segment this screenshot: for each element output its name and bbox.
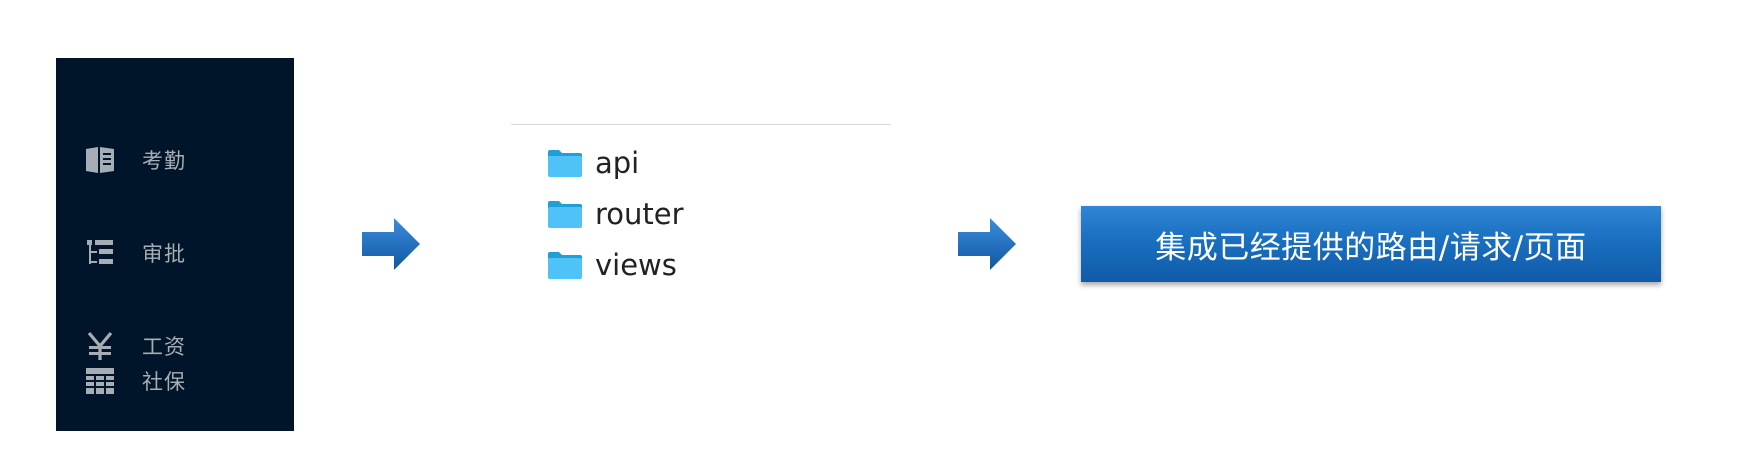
folder-icon — [548, 252, 582, 279]
arrow-right-icon — [958, 218, 1016, 270]
sidebar-item-label: 社保 — [142, 370, 186, 394]
sidebar-item-label: 审批 — [142, 242, 186, 266]
integration-banner-button[interactable]: 集成已经提供的路由/请求/页面 — [1081, 206, 1661, 282]
table-icon — [84, 365, 116, 397]
sidebar-item-social-security-visible[interactable]: 社保 — [56, 351, 294, 411]
sidebar-item-salary[interactable]: 工资 — [56, 316, 294, 376]
tree-list-icon — [84, 237, 116, 269]
folder-name: views — [595, 248, 677, 282]
sidebar-item-social-security[interactable] — [56, 409, 294, 469]
folder-name: router — [595, 197, 684, 231]
yen-icon — [84, 330, 116, 362]
folder-item-views[interactable]: views — [547, 245, 677, 285]
book-icon — [84, 144, 116, 176]
sidebar-item-approval[interactable]: 审批 — [56, 223, 294, 283]
folder-item-router[interactable]: router — [547, 194, 684, 234]
folder-name: api — [595, 146, 640, 180]
folder-icon — [548, 150, 582, 177]
sidebar-item-label: 考勤 — [142, 149, 186, 173]
folder-item-api[interactable]: api — [547, 143, 639, 183]
sidebar-item-label: 工资 — [142, 335, 186, 359]
sidebar-item-attendance[interactable]: 考勤 — [56, 130, 294, 190]
banner-text: 集成已经提供的路由/请求/页面 — [1155, 229, 1587, 266]
arrow-right-icon — [362, 218, 420, 270]
folder-list: api router views — [511, 124, 891, 305]
folder-icon — [548, 201, 582, 228]
